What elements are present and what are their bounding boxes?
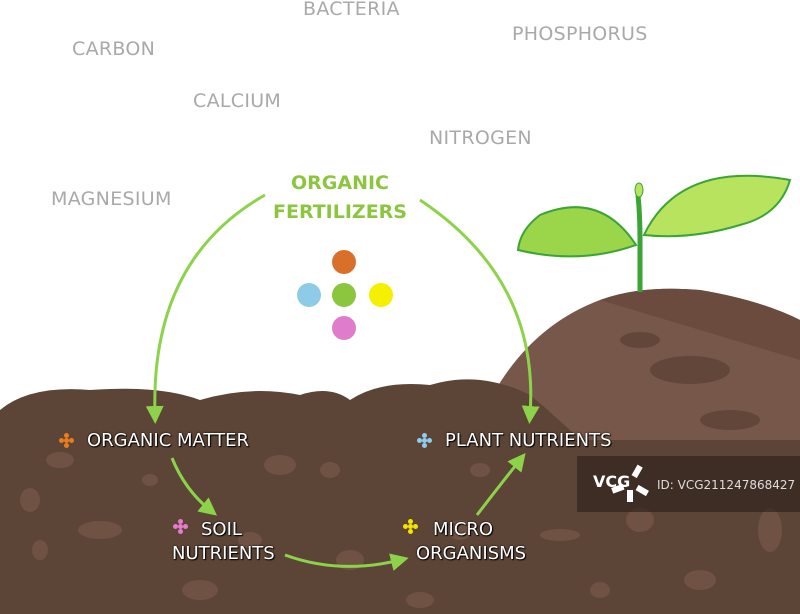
watermark-id: ID: VCG211247868427 xyxy=(657,478,796,492)
watermark: VCG ID: VCG211247868427 xyxy=(577,456,800,512)
micro-organisms-dots-icon xyxy=(403,519,419,535)
dot-yellow xyxy=(369,283,393,307)
dot-blue xyxy=(297,283,321,307)
element-nitrogen: NITROGEN xyxy=(429,127,532,149)
plant-nutrients-dots-icon xyxy=(417,433,433,449)
element-phosphorus: PHOSPHORUS xyxy=(512,23,648,45)
stage-soil-nutrients-line1: SOIL xyxy=(201,519,242,540)
watermark-logo-icon xyxy=(611,464,649,502)
element-carbon: CARBON xyxy=(72,38,156,60)
title-line-2: FERTILIZERS xyxy=(272,201,407,223)
soil-nutrients-dots-icon xyxy=(173,519,189,535)
element-calcium: CALCIUM xyxy=(193,90,282,112)
arrow-to-plant-nutrients-2 xyxy=(475,452,526,516)
element-magnesium: MAGNESIUM xyxy=(51,188,172,210)
arrow-to-soil-nutrients xyxy=(170,457,218,516)
stage-organic-matter: ORGANIC MATTER xyxy=(87,430,249,451)
stage-micro-organisms-line1: MICRO xyxy=(433,519,494,540)
organic-matter-dots-icon xyxy=(59,433,75,449)
arrow-to-organic-matter xyxy=(145,193,266,424)
dot-orange xyxy=(332,250,356,274)
dot-green xyxy=(332,283,356,307)
arrow-to-micro-organisms xyxy=(284,553,409,571)
arrow-to-plant-nutrients xyxy=(419,198,540,424)
element-bacteria: BACTERIA xyxy=(303,0,400,20)
seedling-icon xyxy=(516,174,792,292)
soil-ground xyxy=(0,379,800,614)
stage-soil-nutrients-line2: NUTRIENTS xyxy=(172,543,275,564)
dot-pink xyxy=(332,316,356,340)
diagram-title: ORGANIC FERTILIZERS xyxy=(240,169,440,227)
stage-plant-nutrients: PLANT NUTRIENTS xyxy=(445,430,612,451)
stage-micro-organisms-line2: ORGANISMS xyxy=(416,543,527,564)
title-line-1: ORGANIC xyxy=(291,172,389,194)
